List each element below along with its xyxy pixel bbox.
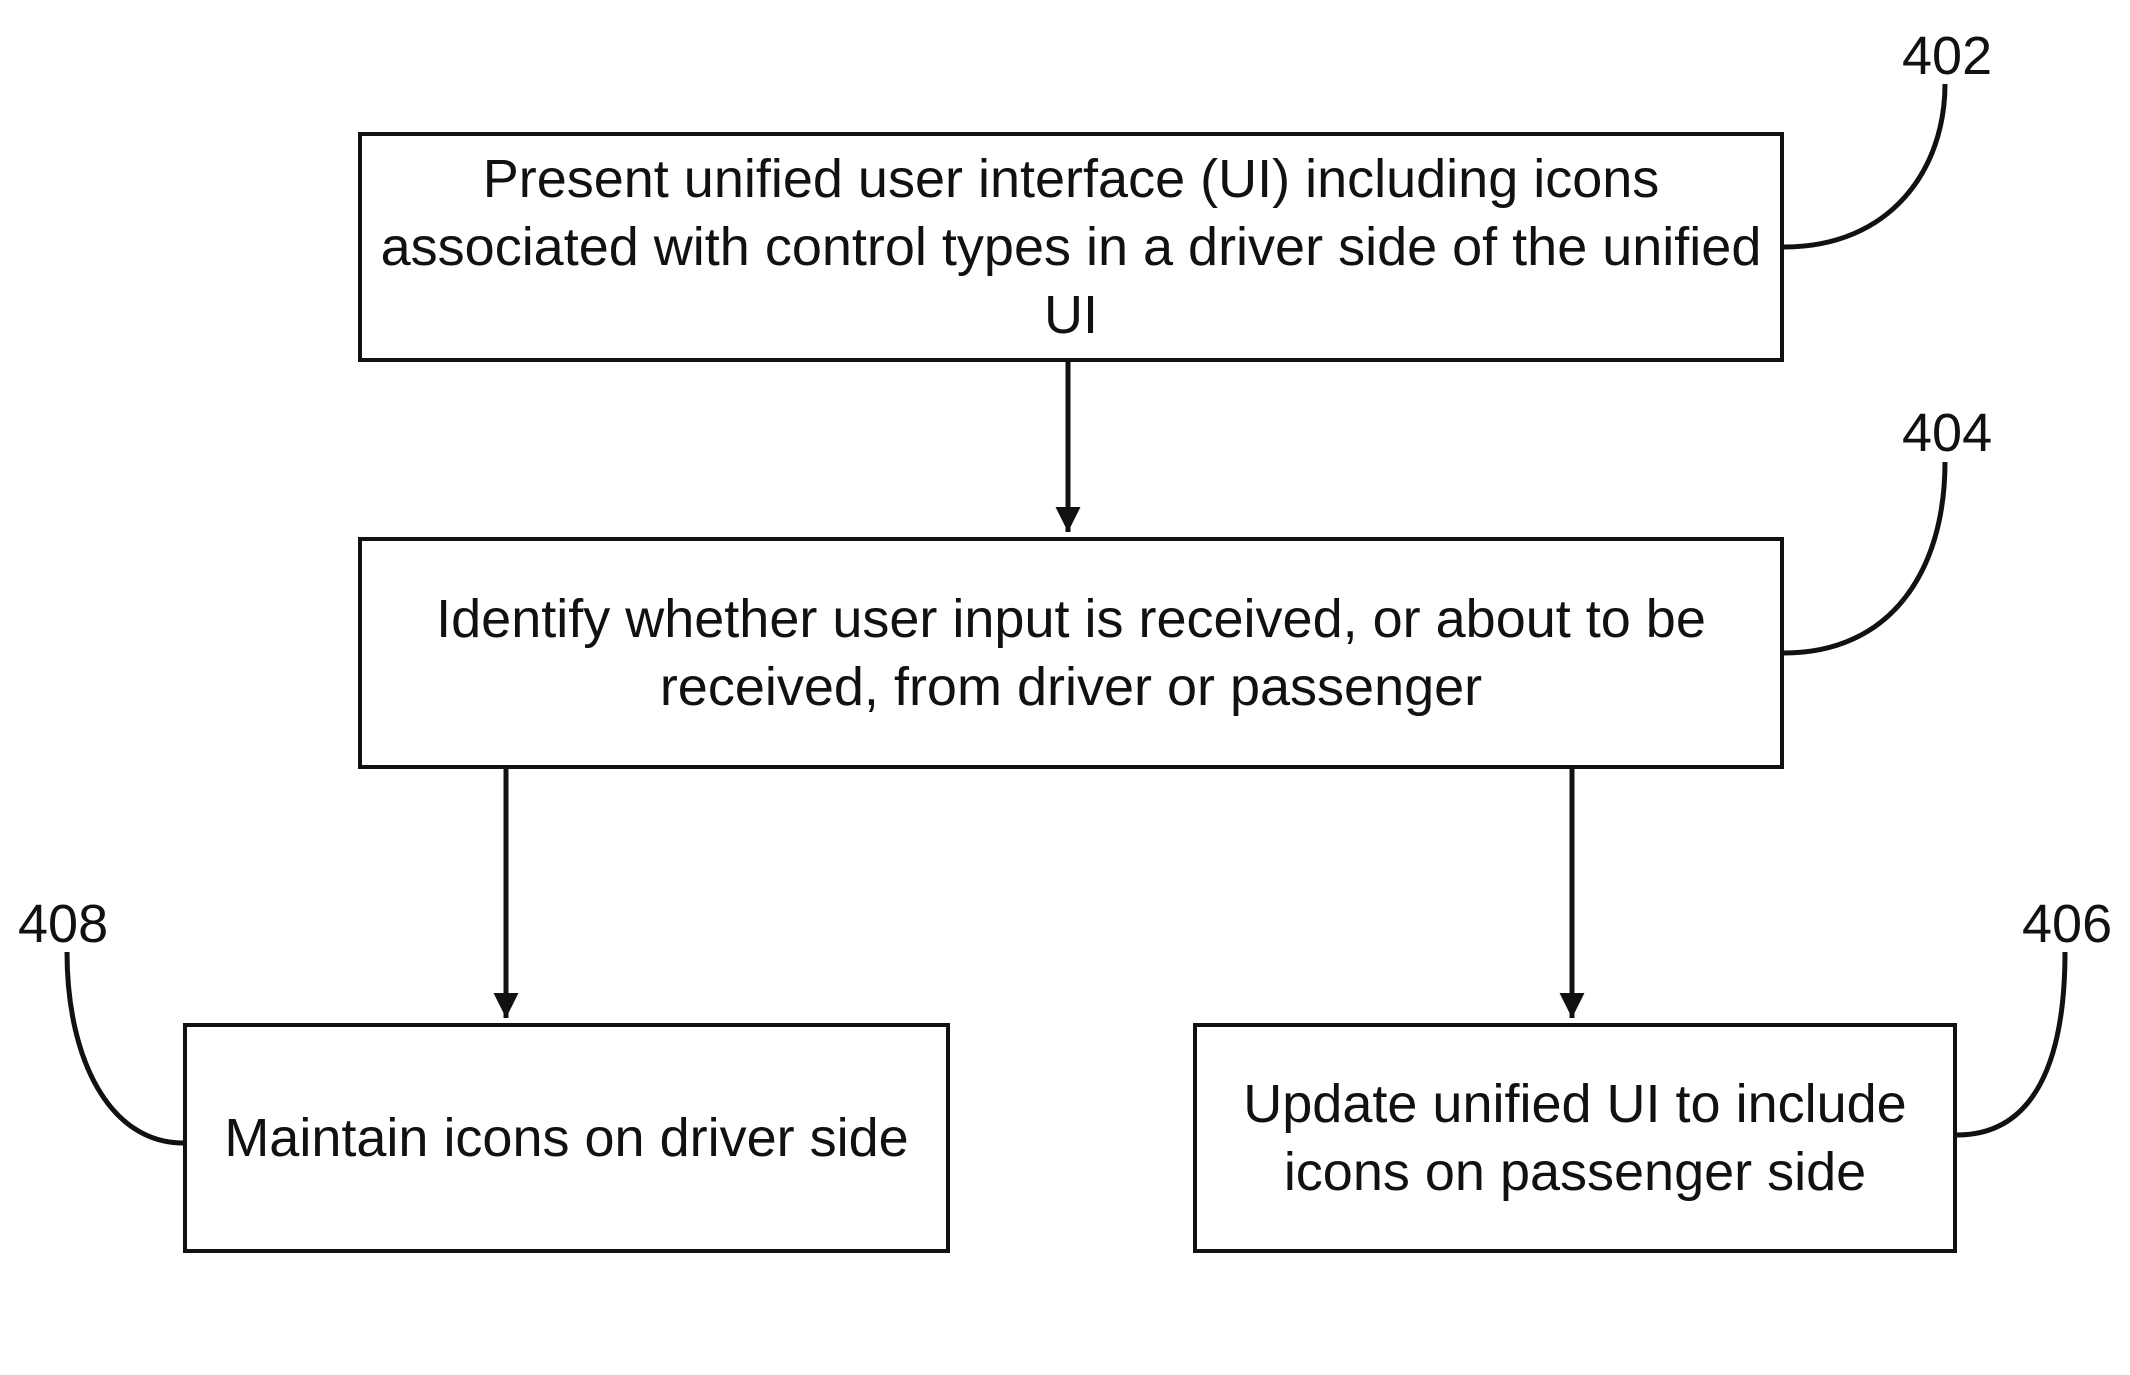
leader-line-408 — [64, 951, 184, 1146]
leader-line-402 — [1783, 83, 1948, 250]
ref-label-408: 408 — [18, 894, 109, 954]
step-408-box: Maintain icons on driver side — [183, 1023, 950, 1253]
step-404-text: Identify whether user input is received,… — [436, 589, 1706, 717]
ref-label-402: 402 — [1902, 26, 1993, 86]
step-402-box: Present unified user interface (UI) incl… — [358, 132, 1784, 362]
ref-label-406: 406 — [2022, 894, 2113, 954]
ref-label-404: 404 — [1902, 403, 1993, 463]
step-406-box: Update unified UI to include icons on pa… — [1193, 1023, 1957, 1253]
leader-line-406 — [1956, 951, 2068, 1138]
step-408-text: Maintain icons on driver side — [224, 1108, 909, 1168]
step-402-text: Present unified user interface (UI) incl… — [380, 149, 1762, 345]
step-406-text: Update unified UI to include icons on pa… — [1243, 1074, 1907, 1202]
step-404-box: Identify whether user input is received,… — [358, 537, 1784, 769]
leader-line-404 — [1783, 461, 1948, 656]
